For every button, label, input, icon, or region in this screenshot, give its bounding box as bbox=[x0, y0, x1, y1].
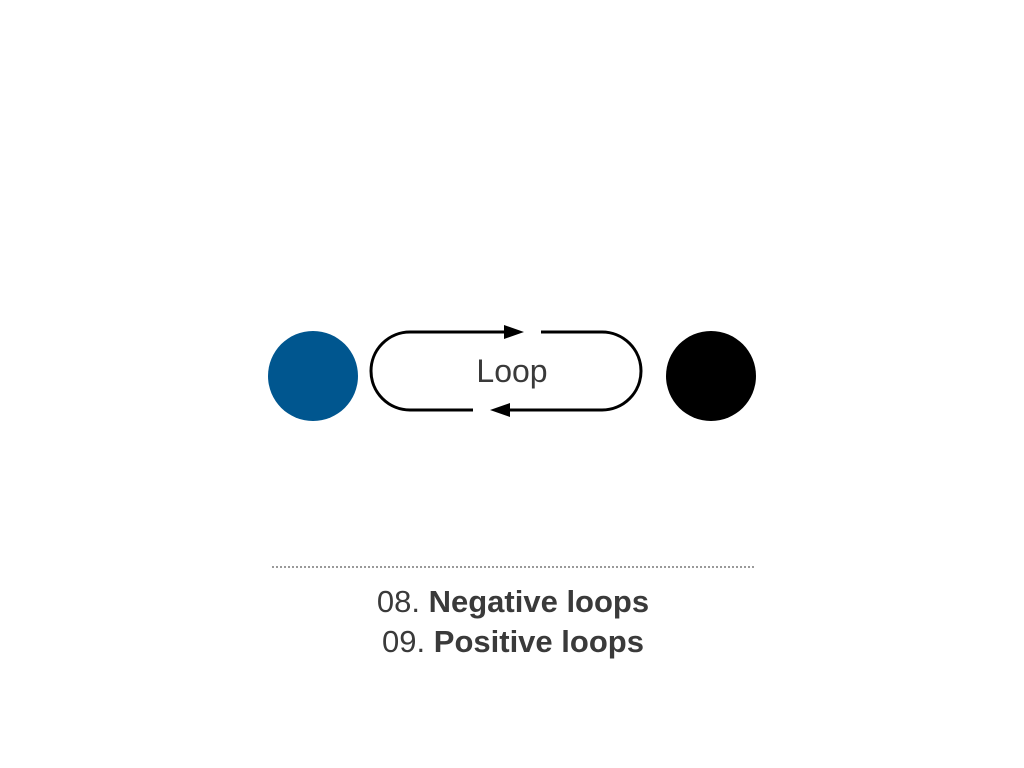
top-arrowhead-icon bbox=[504, 325, 524, 339]
right-node bbox=[666, 331, 756, 421]
agenda-item-title: Negative loops bbox=[428, 584, 650, 619]
agenda-item-number: 08. bbox=[376, 584, 420, 619]
bottom-arrowhead-icon bbox=[490, 403, 510, 417]
left-node bbox=[268, 331, 358, 421]
loop-left-stroke bbox=[369, 330, 473, 412]
agenda-item: 09. Positive loops bbox=[272, 622, 754, 662]
separator-dotted-line bbox=[272, 566, 754, 568]
agenda-item: 08. Negative loops bbox=[272, 582, 754, 622]
loop-label: Loop bbox=[476, 353, 547, 389]
loop-right-stroke bbox=[510, 330, 643, 412]
agenda-item-number: 09. bbox=[382, 624, 426, 659]
agenda-item-title: Positive loops bbox=[433, 624, 644, 659]
